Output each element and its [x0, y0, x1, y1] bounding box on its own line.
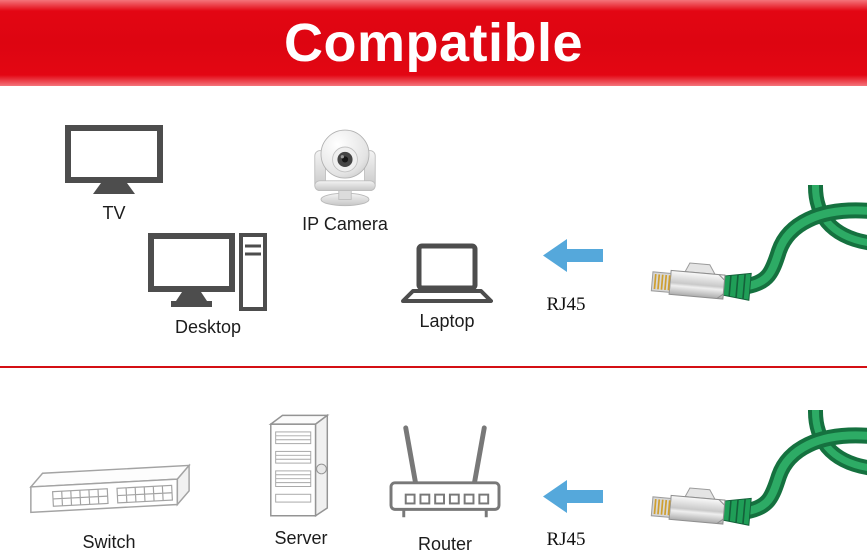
patch-cable-bottom [620, 401, 867, 558]
rj45-label-bottom: RJ45 [546, 529, 586, 550]
banner-title: Compatible [283, 13, 584, 73]
device-switch: Switch [24, 442, 194, 553]
left-arrow-icon [543, 239, 603, 272]
green-cable-rj45-plug-image [650, 176, 867, 301]
desktop-icon [148, 233, 267, 311]
arrow-left-top [543, 239, 603, 277]
ip-camera-icon [314, 129, 376, 207]
server-icon [268, 413, 330, 518]
device-label-ip-camera: IP Camera [302, 214, 388, 234]
device-label-laptop: Laptop [419, 311, 475, 331]
green-cable-rj45-plug-image [650, 401, 867, 526]
patch-cable-top [620, 176, 867, 340]
rj45-label-top: RJ45 [546, 294, 586, 315]
tv-icon [65, 125, 163, 194]
device-tv: TV [64, 124, 164, 224]
device-ip-camera: IP Camera [285, 118, 405, 235]
device-label-desktop: Desktop [174, 317, 242, 337]
device-label-switch: Switch [82, 532, 136, 552]
device-label-router: Router [417, 534, 473, 554]
device-router: Router [386, 420, 504, 555]
left-arrow-icon [543, 480, 603, 513]
device-label-tv: TV [102, 203, 126, 223]
switch-icon [29, 463, 191, 514]
laptop-icon [401, 243, 493, 303]
device-label-server: Server [274, 528, 328, 548]
arrow-left-bottom [543, 480, 603, 518]
router-icon [389, 425, 501, 518]
device-laptop: Laptop [401, 243, 493, 332]
section-divider [0, 366, 867, 368]
device-server: Server [262, 412, 340, 549]
banner: Compatible [0, 0, 867, 86]
device-desktop: Desktop [148, 233, 268, 338]
